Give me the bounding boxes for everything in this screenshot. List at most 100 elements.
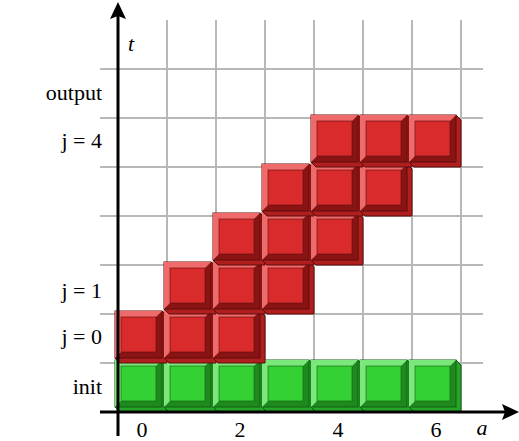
arrow-head: [502, 404, 519, 420]
block-face: [219, 219, 254, 254]
block-outline: [311, 213, 358, 260]
block-bevel: [164, 360, 211, 407]
x-axis: [100, 411, 505, 414]
block-side: [360, 360, 412, 412]
computed-block: [213, 213, 265, 265]
block-bevel: [311, 360, 358, 407]
block-face: [317, 219, 352, 254]
block-outline: [262, 213, 309, 260]
block-side: [213, 262, 265, 314]
axes: [100, 2, 519, 436]
block-outline: [115, 311, 162, 358]
block-outline: [262, 164, 309, 211]
row-label: j = 1: [61, 280, 102, 302]
block-outline: [213, 213, 260, 260]
block-side: [262, 262, 314, 314]
block-outline: [115, 360, 162, 407]
block-face: [366, 170, 401, 205]
block-side: [213, 311, 265, 363]
block-face: [317, 121, 352, 156]
block-outline: [213, 311, 260, 358]
block-bevel: [311, 164, 358, 211]
block-face: [268, 170, 303, 205]
block-side: [164, 311, 216, 363]
axis-label: a: [477, 417, 488, 439]
computed-block: [213, 262, 265, 314]
block-side: [360, 115, 412, 167]
block-outline: [164, 311, 211, 358]
block-outline: [360, 164, 407, 211]
block-side: [262, 360, 314, 412]
block-bevel: [409, 115, 456, 162]
arrow-head: [110, 2, 126, 19]
block-side: [360, 164, 412, 216]
init-block: [262, 360, 314, 412]
block-bevel: [164, 262, 211, 309]
block-outline: [213, 360, 260, 407]
block-side: [262, 164, 314, 216]
computed-block: [262, 213, 314, 265]
block-bevel: [262, 360, 309, 407]
init-block: [360, 360, 412, 412]
block-side: [311, 115, 363, 167]
block-bevel: [311, 213, 358, 260]
block-bevel: [311, 115, 358, 162]
block-side: [311, 213, 363, 265]
block-side: [409, 115, 461, 167]
block-bevel: [164, 311, 211, 358]
row-label: init: [73, 376, 102, 398]
block-face: [268, 366, 303, 401]
computed-block: [262, 262, 314, 314]
block-face: [366, 121, 401, 156]
init-block: [115, 360, 167, 412]
block-bevel: [360, 360, 407, 407]
block-side: [115, 311, 167, 363]
block-bevel: [360, 115, 407, 162]
block-bevel: [115, 360, 162, 407]
block-bevel: [213, 360, 260, 407]
block-side: [213, 360, 265, 412]
computed-block: [164, 262, 216, 314]
blocks: [115, 115, 461, 412]
row-label: j = 0: [61, 326, 102, 348]
block-outline: [311, 115, 358, 162]
block-side: [409, 360, 461, 412]
computed-block: [409, 115, 461, 167]
block-outline: [360, 115, 407, 162]
grid-line: [100, 68, 483, 70]
block-face: [219, 268, 254, 303]
block-bevel: [213, 213, 260, 260]
block-side: [164, 262, 216, 314]
block-face: [219, 317, 254, 352]
axis-label: t: [128, 33, 134, 55]
block-face: [415, 366, 450, 401]
block-side: [311, 164, 363, 216]
block-bevel: [262, 164, 309, 211]
block-bevel: [360, 164, 407, 211]
block-face: [170, 366, 205, 401]
block-side: [115, 360, 167, 412]
block-side: [164, 360, 216, 412]
init-block: [409, 360, 461, 412]
block-face: [121, 366, 156, 401]
block-outline: [311, 360, 358, 407]
grid-lines: [100, 20, 483, 412]
block-bevel: [262, 262, 309, 309]
block-face: [268, 268, 303, 303]
block-outline: [164, 262, 211, 309]
init-block: [164, 360, 216, 412]
computed-block: [164, 311, 216, 363]
block-outline: [164, 360, 211, 407]
init-block: [311, 360, 363, 412]
block-outline: [360, 360, 407, 407]
tick-label: 0: [134, 419, 151, 441]
computed-block: [262, 164, 314, 216]
init-block: [213, 360, 265, 412]
computed-block: [360, 164, 412, 216]
block-outline: [262, 360, 309, 407]
tick-label: 6: [428, 419, 445, 441]
computed-block: [360, 115, 412, 167]
block-outline: [409, 115, 456, 162]
row-label: output: [46, 82, 102, 104]
